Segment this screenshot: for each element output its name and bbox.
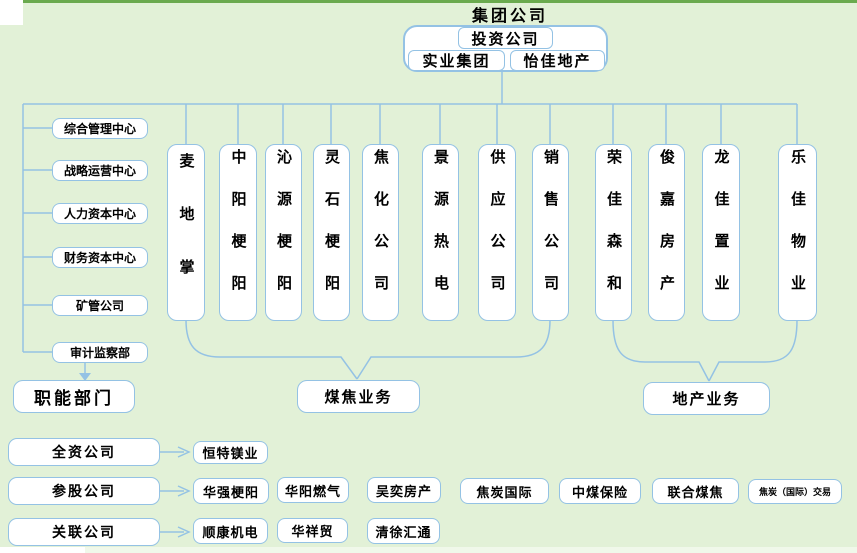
org-node-rongjia-senhe: 荣佳森和: [595, 144, 632, 321]
org-node-jingyuan-thermal-power: 景源热电: [422, 144, 459, 321]
top-left-white-corner: [0, 0, 23, 25]
row-label-equity-participation: 参股公司: [8, 477, 160, 505]
org-node-huaqiang-gengyang: 华强梗阳: [193, 478, 269, 504]
group-label-real-estate-business: 地产业务: [643, 382, 770, 415]
org-node-label: 焦化公司: [372, 148, 390, 317]
org-node-label: 供应公司: [488, 148, 507, 317]
org-node-label: 灵石梗阳: [323, 148, 341, 317]
org-node-label: 龙佳置业: [712, 148, 731, 317]
group-label-coal-coke-business: 煤焦业务: [297, 380, 420, 413]
org-node-coking-company: 焦化公司: [362, 144, 399, 321]
org-node-label: 俊嘉房产: [658, 148, 676, 317]
org-node-junjia-property: 俊嘉房产: [648, 144, 685, 321]
org-node-coke-international-trading: 焦炭（国际）交易: [748, 479, 842, 504]
org-node-lingshi-gengyang: 灵石梗阳: [313, 144, 350, 321]
dept-audit-supervision: 审计监察部: [52, 342, 148, 363]
org-node-qingxu-huitong: 清徐汇通: [367, 518, 440, 544]
org-node-maidizhang: 麦地掌: [167, 144, 205, 321]
org-node-industrial-group: 实业集团: [408, 50, 505, 71]
top-green-bar: [0, 0, 857, 3]
org-node-sales-company: 销售公司: [532, 144, 569, 321]
org-node-label: 荣佳森和: [605, 148, 623, 317]
org-node-label: 景源热电: [432, 148, 450, 317]
dept-general-management: 综合管理中心: [52, 118, 148, 139]
dept-financial-capital: 财务资本中心: [52, 247, 148, 268]
org-node-label: 中阳梗阳: [229, 148, 248, 317]
org-node-united-coal-coke: 联合煤焦: [652, 478, 739, 504]
org-node-hengte-magnesium: 恒特镁业: [193, 441, 268, 464]
org-node-yijia-realestate: 怡佳地产: [510, 50, 605, 71]
dept-strategy-operations: 战略运营中心: [52, 160, 148, 181]
row-label-affiliated: 关联公司: [8, 518, 160, 546]
bottom-strip: [85, 547, 857, 553]
org-node-shunkang-electromechanical: 顺康机电: [193, 518, 268, 544]
page-title: 集团公司: [471, 6, 548, 25]
org-node-wuyi-property: 吴奕房产: [367, 477, 441, 503]
group-label-functional-departments: 职能部门: [13, 380, 135, 413]
org-node-label: 销售公司: [542, 148, 560, 317]
org-node-huaxiang-trade: 华祥贸: [277, 518, 348, 543]
bottom-left-white-corner: [0, 547, 85, 553]
org-node-longjia-realestate: 龙佳置业: [702, 144, 740, 321]
row-label-wholly-owned: 全资公司: [8, 438, 160, 466]
org-node-qinyuan-gengyang: 沁源梗阳: [265, 144, 302, 321]
org-node-investment-company: 投资公司: [458, 27, 553, 49]
org-node-label: 沁源梗阳: [275, 148, 293, 317]
dept-human-capital: 人力资本中心: [52, 203, 148, 224]
org-node-zhongyang-gengyang: 中阳梗阳: [219, 144, 257, 321]
org-node-huayang-gas: 华阳燃气: [277, 477, 349, 503]
org-node-supply-company: 供应公司: [478, 144, 516, 321]
org-node-zhongmei-insurance: 中煤保险: [559, 478, 641, 504]
org-node-lejia-property-mgmt: 乐佳物业: [778, 144, 817, 321]
org-node-label: 乐佳物业: [789, 148, 807, 317]
org-node-coke-international: 焦炭国际: [460, 478, 549, 504]
org-node-label: 麦地掌: [177, 153, 196, 312]
dept-mining-management: 矿管公司: [52, 295, 148, 316]
